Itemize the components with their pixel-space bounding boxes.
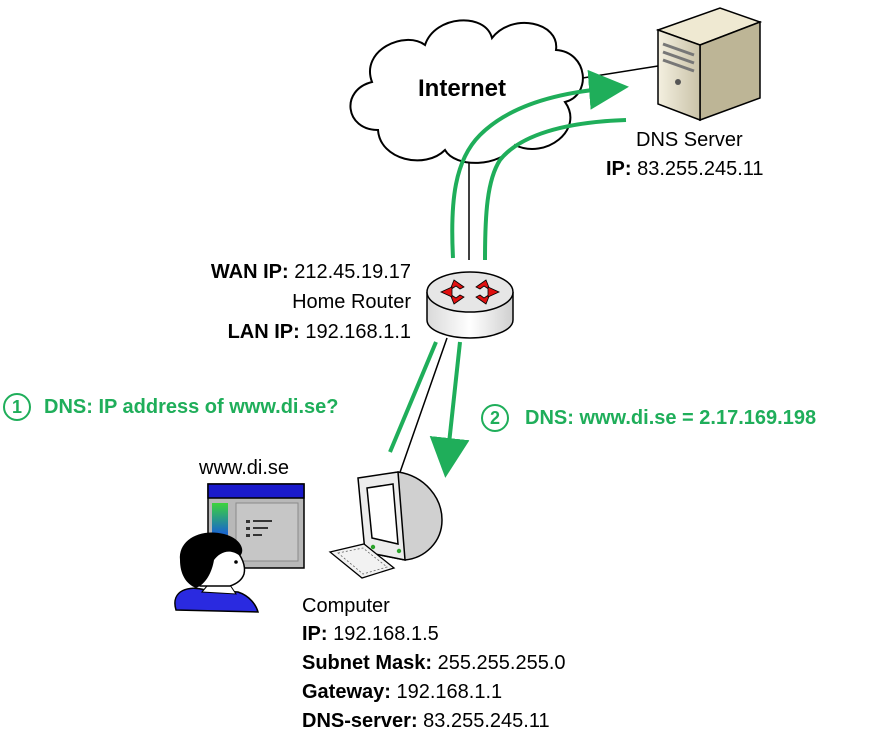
dns-server-ip-value: 83.255.245.11 xyxy=(637,158,764,180)
router-lan-value: 192.168.1.1 xyxy=(305,321,411,343)
computer-field-gateway: Gateway: 192.168.1.1 xyxy=(302,680,502,704)
computer-field-dns: DNS-server: 83.255.245.11 xyxy=(302,709,550,733)
computer-field-label: DNS-server: xyxy=(302,710,418,732)
home-router-icon xyxy=(426,271,514,339)
dns-server-ip-label: IP: xyxy=(606,158,632,180)
step-2-number: 2 xyxy=(481,404,509,432)
step-1-number: 1 xyxy=(3,393,31,421)
computer-field-ip: IP: 192.168.1.5 xyxy=(302,622,439,646)
computer-field-value: 192.168.1.1 xyxy=(396,681,503,703)
router-wan-value: 212.45.19.17 xyxy=(294,261,411,283)
computer-field-subnet: Subnet Mask: 255.255.255.0 xyxy=(302,651,566,675)
computer-field-label: Subnet Mask: xyxy=(302,652,433,674)
router-name: Home Router xyxy=(292,291,411,313)
computer-field-value: 255.255.255.0 xyxy=(437,652,566,674)
computer-name: Computer xyxy=(302,595,390,617)
router-lan-label: LAN IP: xyxy=(227,321,300,343)
router-wan-label: WAN IP: xyxy=(210,261,289,283)
step-2-text: DNS: www.di.se = 2.17.169.198 xyxy=(525,407,817,429)
internet-label: Internet xyxy=(418,75,507,102)
dns-server-icon xyxy=(655,7,763,122)
computer-field-value: 192.168.1.5 xyxy=(333,623,439,645)
response-arrow-upper xyxy=(483,118,627,261)
computer-field-label: IP: xyxy=(302,623,328,645)
computer-field-label: Gateway: xyxy=(302,681,391,703)
request-arrow-upper xyxy=(450,69,629,259)
step-1-text: DNS: IP address of www.di.se? xyxy=(44,396,339,418)
dns-server-ip: IP: 83.255.245.11 xyxy=(606,157,764,181)
router-lan-ip: LAN IP: 192.168.1.1 xyxy=(228,320,411,344)
router-computer-link xyxy=(397,337,448,479)
request-arrow-lower xyxy=(388,341,438,453)
user-icon xyxy=(174,532,260,613)
browser-title: www.di.se xyxy=(199,457,290,479)
browser-window-icon xyxy=(207,483,305,569)
router-wan-ip: WAN IP: 212.45.19.17 xyxy=(211,260,411,284)
dns-server-name: DNS Server xyxy=(636,129,743,151)
computer-field-value: 83.255.245.11 xyxy=(423,710,550,732)
computer-icon xyxy=(328,471,443,579)
response-arrow-lower xyxy=(429,341,470,478)
